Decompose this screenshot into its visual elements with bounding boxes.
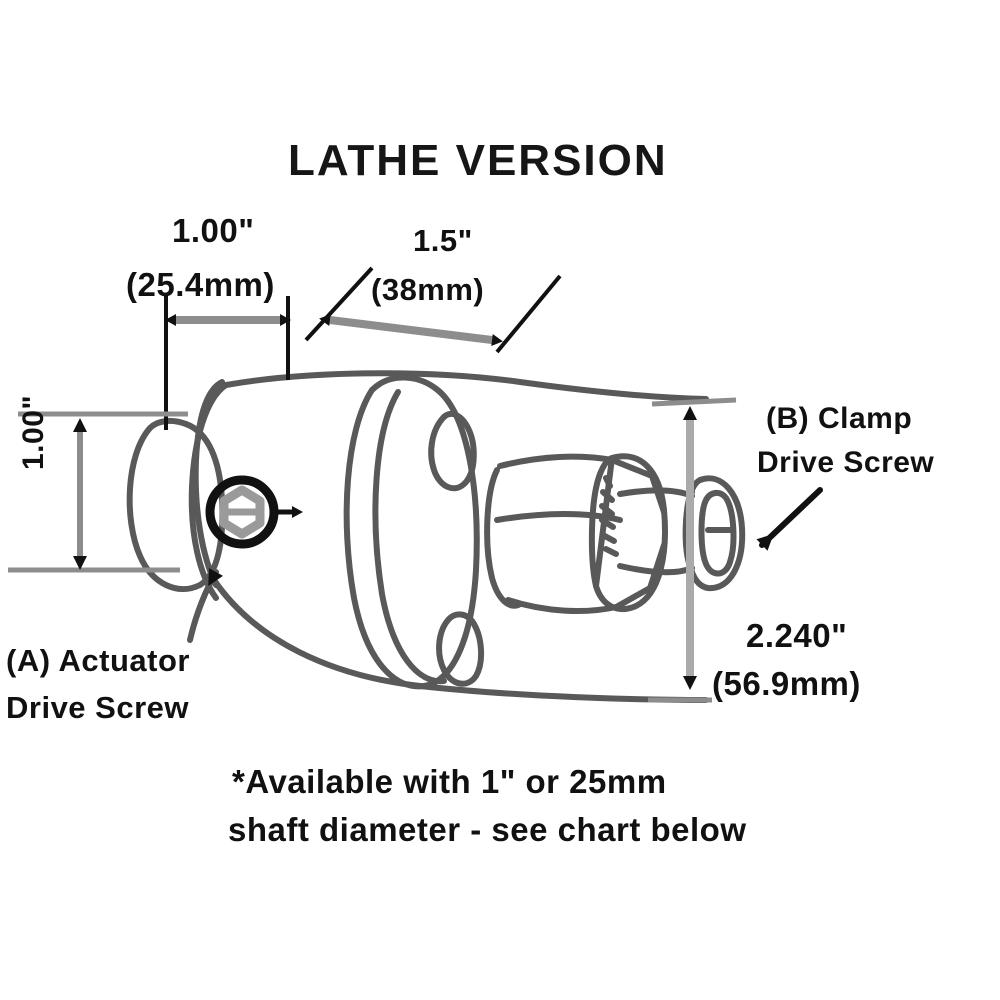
callout-actuator-drive-screw-line2: Drive Screw bbox=[6, 690, 189, 725]
dimension-line-length-mid bbox=[304, 266, 562, 354]
leader-arrow-icon-clamp bbox=[756, 487, 823, 551]
dimension-label-length-mid-mm: (38mm) bbox=[371, 272, 485, 307]
leader-arrow-icon-actuator bbox=[187, 568, 223, 643]
dimension-label-length-left-inches: 1.00" bbox=[172, 212, 255, 249]
hex-socket-screw-icon bbox=[205, 475, 303, 549]
callout-clamp-drive-screw-line2: Drive Screw bbox=[757, 446, 935, 479]
callout-clamp-drive-screw-line1: (B) Clamp bbox=[766, 402, 913, 435]
footnote-line2: shaft diameter - see chart below bbox=[228, 811, 747, 848]
dimension-label-length-left-mm: (25.4mm) bbox=[126, 266, 275, 303]
footnote-line1: *Available with 1" or 25mm bbox=[232, 763, 667, 800]
dimension-label-outer-diameter-mm: (56.9mm) bbox=[712, 665, 861, 702]
dimension-label-length-mid-inches: 1.5" bbox=[413, 223, 473, 258]
callout-actuator-drive-screw-line1: (A) Actuator bbox=[6, 643, 190, 678]
dimension-label-shaft-bore-inches: 1.00" bbox=[17, 394, 50, 470]
clamp-collar-assembly bbox=[484, 453, 746, 615]
page-title: LATHE VERSION bbox=[288, 136, 668, 185]
dimension-line-length-left bbox=[164, 296, 291, 430]
dimension-line-shaft-bore bbox=[8, 411, 188, 573]
dimension-label-outer-diameter-inches: 2.240" bbox=[746, 617, 848, 654]
actuator-body-outline bbox=[126, 370, 709, 703]
dimension-line-outer-diameter bbox=[648, 397, 737, 703]
